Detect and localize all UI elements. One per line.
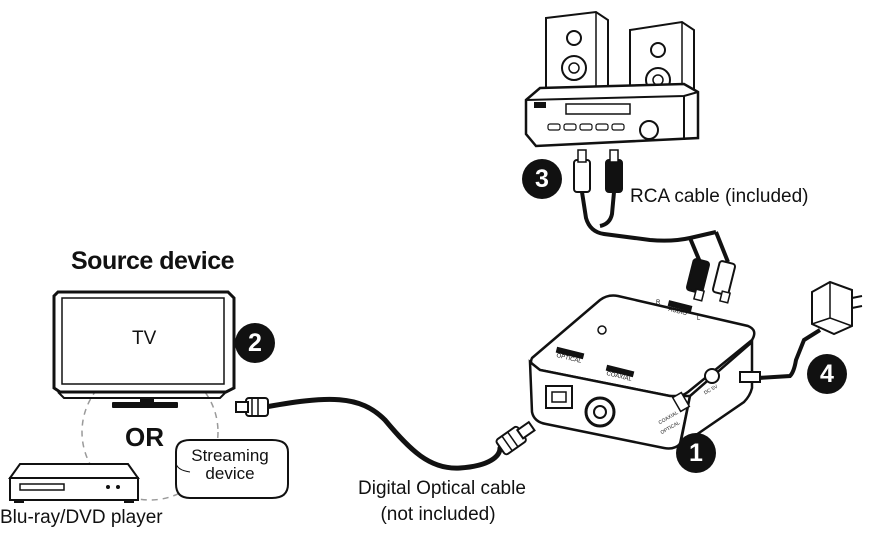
tv-illustration [52,290,236,408]
bluray-player-illustration [8,463,140,503]
bluray-label: Blu-ray/DVD player [0,507,163,528]
power-adapter-illustration [739,280,863,383]
left-channel-marking: L [697,316,701,322]
optical-label-line2: (not included) [380,503,496,525]
optical-cable-label: Digital Optical cable (not included) [358,478,526,525]
optical-label-line1: Digital Optical cable [358,478,526,499]
step-badge-3: 3 [522,159,562,199]
step-badge-4: 4 [807,354,847,394]
step-badge-2: 2 [235,323,275,363]
rca-cable-illustration [573,149,736,304]
or-label: OR [125,422,164,452]
right-channel-marking: R [656,300,661,306]
source-device-title: Source device [71,247,235,275]
streaming-label-line2: device [205,463,255,483]
rca-cable-label: RCA cable (included) [630,186,809,207]
tv-label: TV [132,328,157,349]
optical-cable-illustration [235,396,536,471]
stereo-system-illustration [524,10,700,148]
converter-box-illustration [528,294,756,450]
streaming-device-label: Streaming device [190,447,270,483]
streaming-device-illustration [175,439,289,499]
streaming-label-line1: Streaming [191,446,269,465]
step-badge-1: 1 [676,433,716,473]
